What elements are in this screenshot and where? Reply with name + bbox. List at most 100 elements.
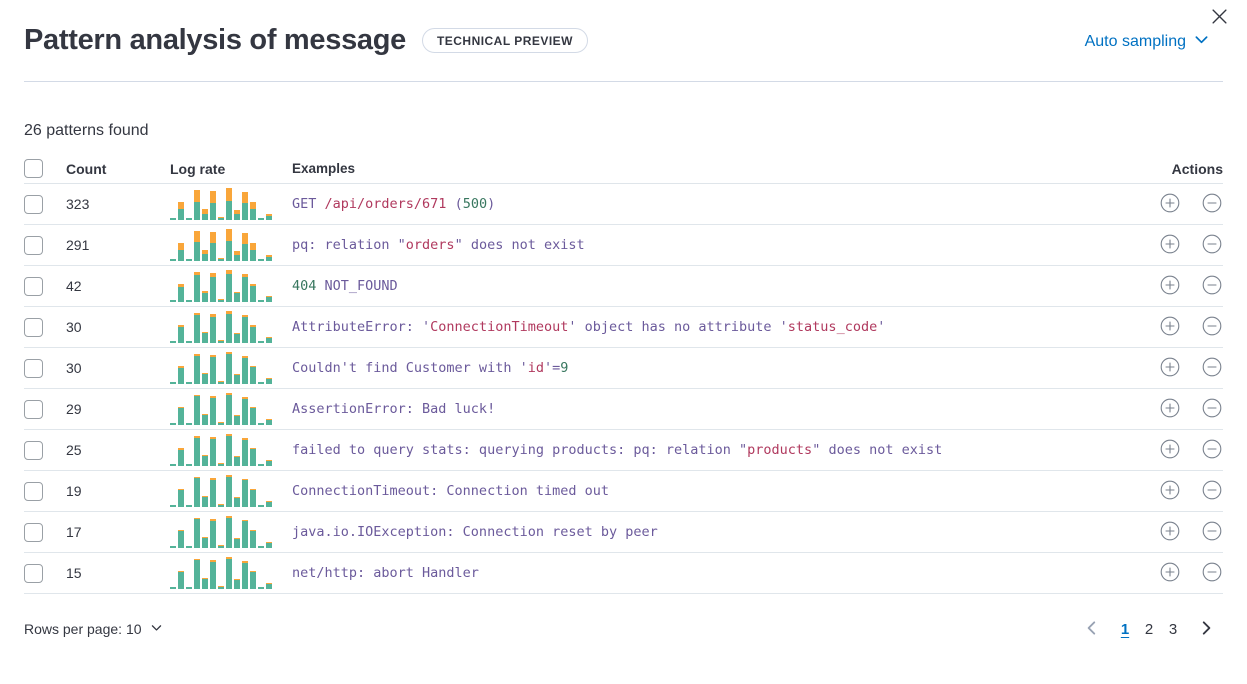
histogram-bar [178,202,184,220]
rows-per-page-select[interactable]: Rows per page: 10 [24,621,163,637]
histogram-bar [250,571,256,589]
pattern-count: 25 [66,442,82,458]
histogram-bar [178,243,184,261]
row-checkbox[interactable] [24,235,43,255]
histogram-bar [234,578,240,589]
histogram-bar [210,560,216,589]
histogram-bar [194,189,200,220]
histogram-bar [258,546,264,548]
histogram-bar [218,217,224,220]
histogram-bar [202,209,208,220]
pattern-example: AssertionError: Bad luck! [292,401,1133,417]
row-checkbox[interactable] [24,317,43,337]
log-rate-chart [170,475,274,507]
patterns-found-summary: 26 patterns found [24,122,149,139]
filter-in-button[interactable] [1159,234,1181,256]
page-title: Pattern analysis of message [24,24,406,56]
example-token: 404 [292,278,317,294]
row-actions [1133,275,1223,297]
example-token: ' [877,319,886,335]
sampling-select[interactable]: Auto sampling [1085,32,1209,52]
next-page-button[interactable] [1195,618,1217,640]
filter-in-button[interactable] [1159,480,1181,502]
filter-out-button[interactable] [1201,357,1223,379]
histogram-bar [178,284,184,302]
page-button-3[interactable]: 3 [1161,616,1185,642]
page-button-1[interactable]: 1 [1113,616,1137,642]
histogram-bar [250,325,256,343]
row-checkbox[interactable] [24,481,43,501]
filter-out-button[interactable] [1201,439,1223,461]
row-checkbox[interactable] [24,399,43,419]
histogram-bar [218,586,224,589]
row-checkbox[interactable] [24,276,43,296]
histogram-bar [194,394,200,425]
filter-out-button[interactable] [1201,398,1223,420]
row-checkbox[interactable] [24,358,43,378]
histogram-bar [186,505,192,507]
histogram-bar [242,560,248,589]
histogram-bar [186,423,192,425]
histogram-bar [186,464,192,466]
pattern-example: 404 NOT_FOUND [292,278,1133,294]
filter-in-button[interactable] [1159,275,1181,297]
histogram-bar [202,250,208,261]
pattern-example: AttributeError: 'ConnectionTimeout' obje… [292,319,1133,335]
close-icon [1211,8,1228,28]
example-token: NOT_FOUND [316,278,398,294]
filter-out-button[interactable] [1201,275,1223,297]
row-checkbox[interactable] [24,522,43,542]
example-token: ) [487,196,496,212]
example-token: products [747,442,813,458]
previous-page-button[interactable] [1081,618,1103,640]
example-token: id [527,360,544,376]
filter-in-button[interactable] [1159,439,1181,461]
column-header-log-rate: Log rate [170,160,226,177]
select-all-checkbox[interactable] [24,159,43,178]
sampling-label: Auto sampling [1084,33,1186,50]
histogram-bar [250,530,256,548]
row-actions [1133,439,1223,461]
filter-in-button[interactable] [1159,316,1181,338]
plus-in-circle-icon [1160,521,1180,544]
histogram-bar [258,505,264,507]
histogram-bar [178,448,184,466]
filter-in-button[interactable] [1159,521,1181,543]
filter-in-button[interactable] [1159,562,1181,584]
close-button[interactable] [1207,6,1231,30]
row-checkbox[interactable] [24,563,43,583]
pattern-example: pq: relation "orders" does not exist [292,237,1133,253]
histogram-bar [218,299,224,302]
histogram-bar [186,341,192,343]
example-token: 9 [560,360,569,376]
histogram-bar [234,250,240,261]
filter-out-button[interactable] [1201,316,1223,338]
pattern-count: 323 [66,196,90,212]
page-button-2[interactable]: 2 [1137,616,1161,642]
filter-out-button[interactable] [1201,234,1223,256]
row-checkbox[interactable] [24,194,43,214]
log-rate-chart [170,557,274,589]
histogram-bar [266,541,272,548]
header-divider [24,81,1223,82]
filter-out-button[interactable] [1201,562,1223,584]
filter-in-button[interactable] [1159,398,1181,420]
histogram-bar [266,213,272,220]
filter-out-button[interactable] [1201,521,1223,543]
filter-out-button[interactable] [1201,480,1223,502]
histogram-bar [210,437,216,466]
filter-in-button[interactable] [1159,357,1181,379]
histogram-bar [194,517,200,548]
histogram-bar [226,352,232,384]
plus-in-circle-icon [1160,439,1180,462]
histogram-bar [250,448,256,466]
row-actions [1133,316,1223,338]
filter-in-button[interactable] [1159,193,1181,215]
histogram-bar [226,516,232,548]
filter-out-button[interactable] [1201,193,1223,215]
row-checkbox[interactable] [24,440,43,460]
example-token: AttributeError: ' [292,319,431,335]
